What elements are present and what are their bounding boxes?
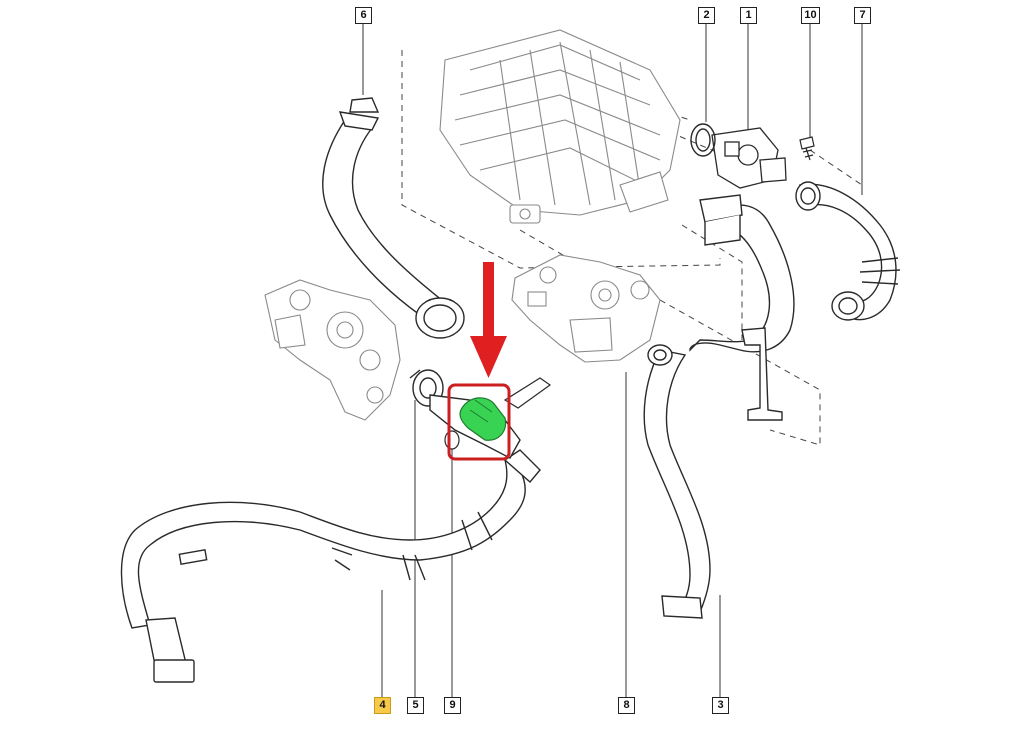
hose-part-4	[120, 394, 541, 683]
callout-6: 6	[355, 7, 372, 24]
callout-8: 8	[618, 697, 635, 714]
callout-10: 10	[801, 7, 820, 24]
highlighted-part	[459, 397, 507, 441]
callout-2: 2	[698, 7, 715, 24]
focus-box	[447, 383, 511, 461]
callout-3: 3	[712, 697, 729, 714]
egr-cooler	[264, 279, 401, 421]
intake-manifold	[439, 29, 681, 224]
bolt-part-10	[799, 136, 815, 161]
egr-valve	[511, 254, 661, 363]
callout-1: 1	[740, 7, 757, 24]
callout-9: 9	[444, 697, 461, 714]
sensor-part-1	[711, 127, 787, 189]
hose-part-7	[795, 181, 901, 321]
callout-4: 4	[374, 697, 391, 714]
hose-part-6	[322, 97, 465, 339]
callout-7: 7	[854, 7, 871, 24]
hose-part-8	[643, 344, 711, 619]
red-arrow-icon	[470, 262, 507, 378]
callout-5: 5	[407, 697, 424, 714]
hose-part-3	[689, 194, 795, 421]
oring-part-2	[690, 123, 716, 157]
